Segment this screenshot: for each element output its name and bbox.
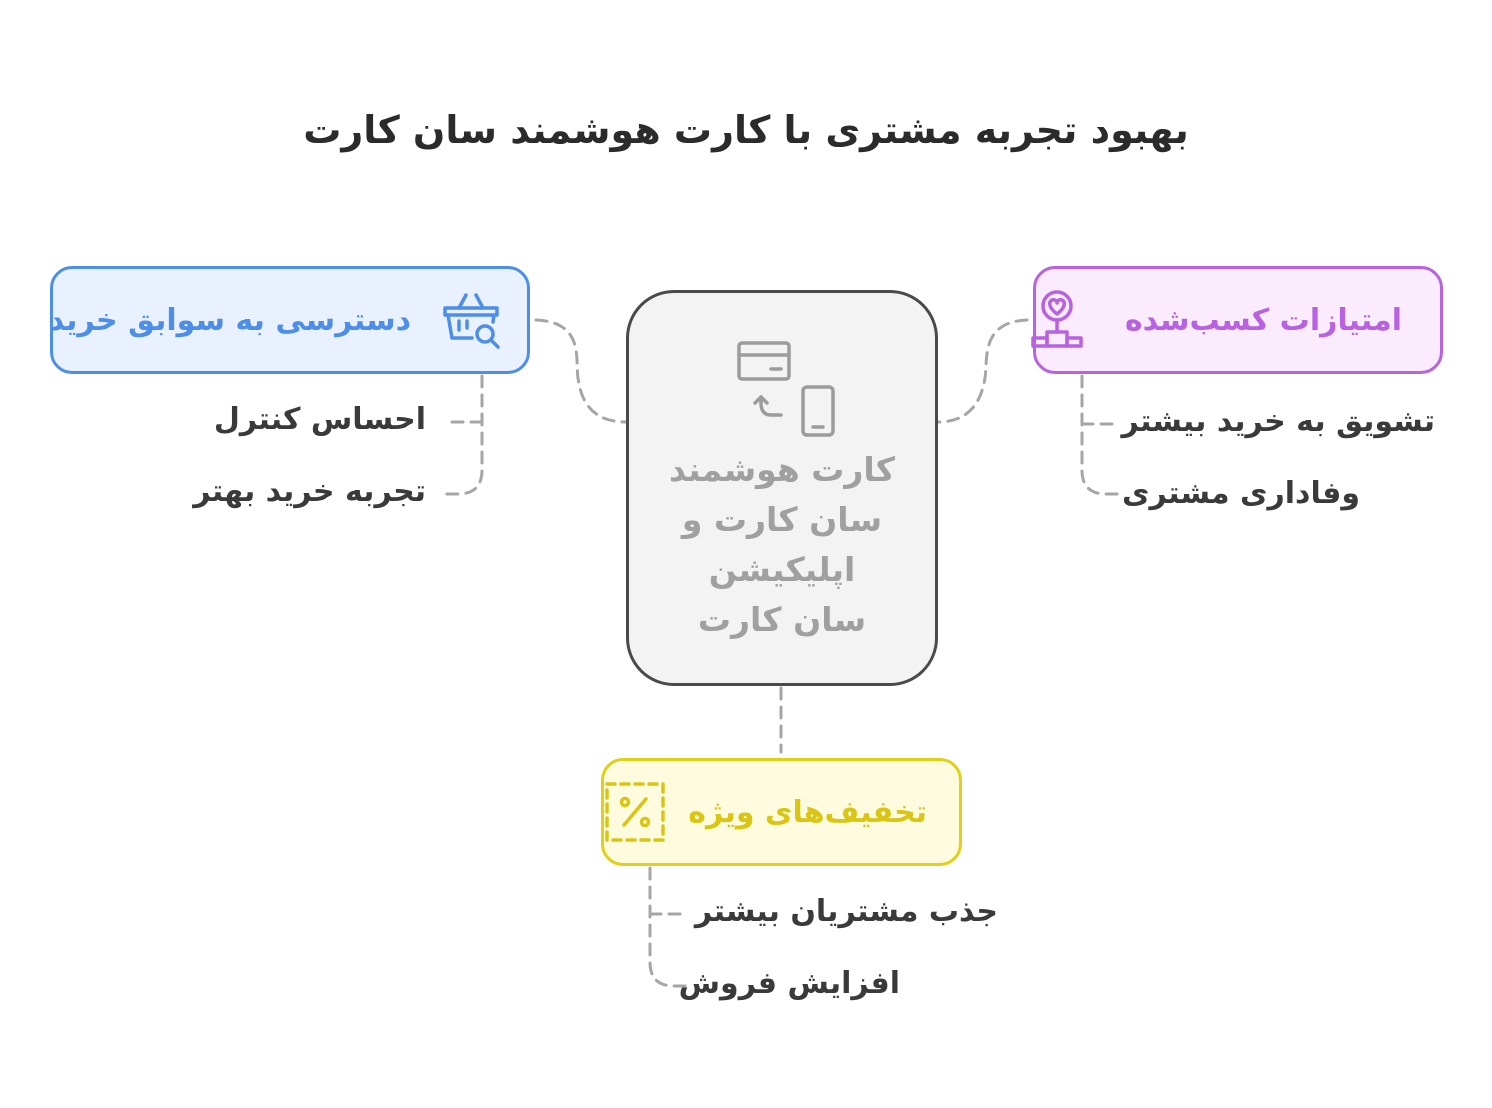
node-smart-card-app: کارت هوشمند سان کارت و اپلیکیشن سان کارت <box>626 290 938 686</box>
connector-bottom-items <box>648 866 692 988</box>
list-item-right-2: وفاداری مشتری <box>1122 476 1360 511</box>
connector-right-items <box>1080 374 1122 496</box>
basket-search-icon <box>439 288 503 352</box>
list-item-left-2: تجربه خرید بهتر <box>193 474 426 509</box>
card-phone-sync-icon <box>737 341 835 437</box>
node-purchase-history-label: دسترسی به سوابق خرید <box>48 302 411 338</box>
connector-left-items <box>442 374 484 496</box>
percent-tag-icon <box>604 781 666 843</box>
connector-left-center <box>534 318 628 424</box>
list-item-bottom-2: افزایش فروش <box>678 966 900 1001</box>
node-purchase-history: دسترسی به سوابق خرید <box>48 266 530 374</box>
heart-person-podium-icon <box>1025 288 1089 352</box>
list-item-bottom-1: جذب مشتریان بیشتر <box>694 894 998 929</box>
connector-right-center <box>936 318 1029 424</box>
node-special-discounts-label: تخفیف‌های ویژه <box>688 794 927 830</box>
list-item-left-1: احساس کنترل <box>213 402 426 437</box>
node-earned-points-label: امتیازات کسب‌شده <box>1124 302 1402 338</box>
list-item-right-1: تشویق به خرید بیشتر <box>1121 404 1435 439</box>
node-special-discounts: تخفیف‌های ویژه <box>601 758 962 866</box>
node-smart-card-app-label: کارت هوشمند سان کارت و اپلیکیشن سان کارت <box>669 450 895 639</box>
node-earned-points: امتیازات کسب‌شده <box>1031 266 1443 374</box>
page-title: بهبود تجربه مشتری با کارت هوشمند سان کار… <box>303 108 1189 152</box>
